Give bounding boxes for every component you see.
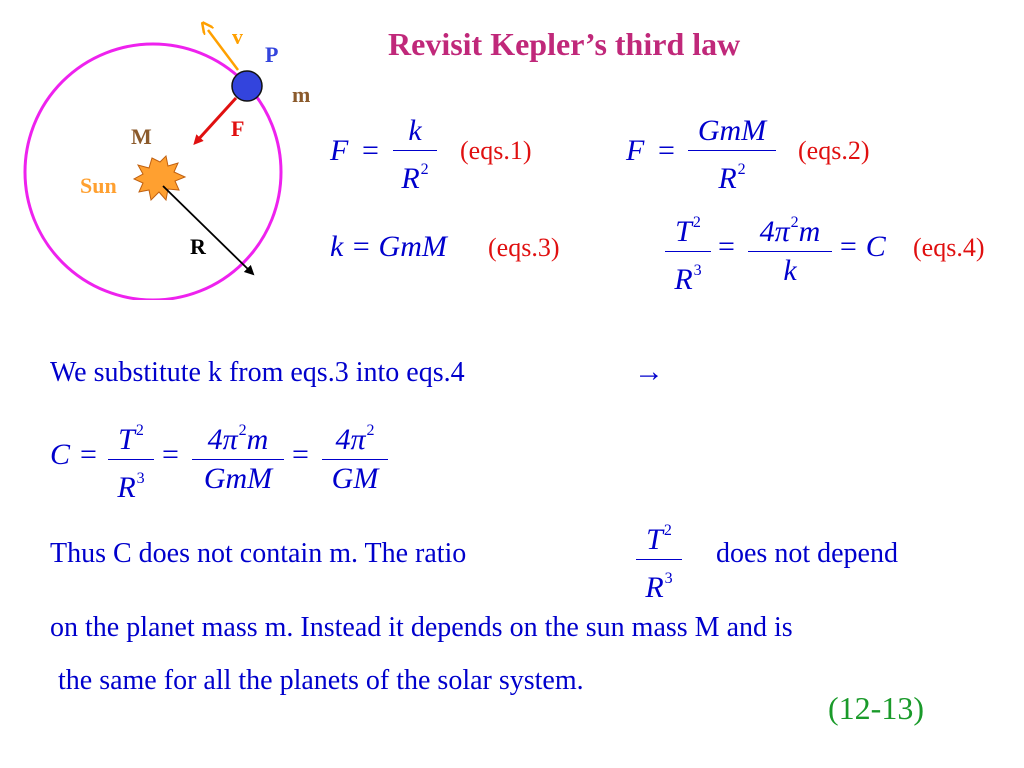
eq2-denominator: R bbox=[718, 162, 737, 195]
eq2-fraction: GmM R2 bbox=[688, 114, 776, 196]
force-arrow bbox=[193, 96, 238, 145]
eq2-numerator: GmM bbox=[697, 114, 767, 147]
result-f1-num-exp: 2 bbox=[135, 422, 144, 439]
eq2-lhs: F bbox=[626, 134, 645, 167]
eq4-fraction-1: T2 R3 bbox=[665, 206, 711, 297]
result-f3-num-exp: 2 bbox=[366, 422, 375, 439]
label-m: m bbox=[292, 82, 311, 107]
label-sun: Sun bbox=[80, 173, 117, 198]
slide-number: (12-13) bbox=[828, 690, 924, 726]
ratio-num-exp: 2 bbox=[663, 522, 672, 539]
label-r: R bbox=[190, 234, 206, 259]
sun-icon bbox=[132, 154, 187, 202]
result-f1-den-exp: 3 bbox=[136, 470, 145, 487]
slide-title: Revisit Kepler’s third law bbox=[388, 26, 741, 62]
result-f3-den: GM bbox=[331, 462, 379, 495]
orbit-diagram bbox=[23, 0, 283, 300]
right-arrow-icon: → bbox=[634, 355, 664, 388]
conclusion-line-2: on the planet mass m. Instead it depends… bbox=[50, 612, 793, 643]
conclusion-text-1: Thus C does not contain m. The ratio bbox=[50, 538, 467, 569]
label-big-m: M bbox=[131, 124, 152, 149]
result-equals-3: = bbox=[292, 438, 309, 471]
conclusion-text-2: does not depend bbox=[716, 538, 898, 569]
result-equals-2: = bbox=[162, 438, 179, 471]
eq4-den1: R bbox=[674, 263, 693, 296]
result-f1-den: R bbox=[117, 471, 136, 504]
result-fraction-3: 4π2 GM bbox=[322, 414, 388, 496]
orbit-circle bbox=[23, 42, 283, 300]
result-equals-1: = bbox=[80, 438, 97, 471]
eq1-equals: = bbox=[362, 134, 379, 167]
label-f: F bbox=[231, 116, 245, 141]
result-f2-num-post: m bbox=[246, 423, 269, 456]
ratio-num: T bbox=[646, 523, 663, 556]
eq4-num2-exp: 2 bbox=[790, 214, 799, 231]
eq4-label: (eqs.4) bbox=[913, 233, 985, 262]
result-f2-num-pre: 4π bbox=[207, 423, 238, 456]
eq3-expression: k = GmM bbox=[330, 230, 447, 263]
eq4-num2-pre: 4π bbox=[759, 215, 790, 248]
result-f1-num: T bbox=[118, 423, 135, 456]
ratio-den-exp: 3 bbox=[664, 570, 673, 587]
velocity-arrow bbox=[208, 30, 239, 71]
label-p: P bbox=[265, 42, 279, 67]
eq2-label: (eqs.2) bbox=[798, 136, 870, 165]
ratio-fraction: T2 R3 bbox=[636, 514, 682, 605]
eq4-fraction-2: 4π2m k bbox=[748, 206, 832, 288]
eq1-lhs: F bbox=[330, 134, 349, 167]
eq1-label: (eqs.1) bbox=[460, 136, 532, 165]
label-v: v bbox=[232, 24, 243, 49]
eq1-fraction: k R2 bbox=[393, 114, 437, 196]
result-lhs: C bbox=[50, 438, 71, 471]
substitution-text: We substitute k from eqs.3 into eqs.4 bbox=[50, 357, 465, 388]
eq4-num2-post: m bbox=[798, 215, 821, 248]
eq2-equals: = bbox=[658, 134, 675, 167]
eq1-den-exponent: 2 bbox=[420, 161, 429, 178]
radius-arrow bbox=[162, 185, 255, 276]
eq4-den2: k bbox=[783, 254, 797, 287]
eq4-num1-exp: 2 bbox=[692, 214, 701, 231]
eq1-numerator: k bbox=[408, 114, 422, 147]
eq4-equals: = bbox=[718, 230, 735, 263]
eq3-label: (eqs.3) bbox=[488, 233, 560, 262]
result-fraction-1: T2 R3 bbox=[108, 414, 154, 505]
eq2-den-exponent: 2 bbox=[737, 161, 746, 178]
eq4-num1: T bbox=[675, 215, 692, 248]
eq4-rhs: = C bbox=[838, 230, 886, 263]
result-fraction-2: 4π2m GmM bbox=[192, 414, 284, 496]
result-f2-den: GmM bbox=[203, 462, 273, 495]
conclusion-line-3: the same for all the planets of the sola… bbox=[58, 665, 584, 696]
eq1-denominator: R bbox=[401, 162, 420, 195]
ratio-den: R bbox=[645, 571, 664, 604]
result-f2-num-exp: 2 bbox=[238, 422, 247, 439]
planet-dot bbox=[231, 70, 263, 102]
eq4-den1-exp: 3 bbox=[693, 262, 702, 279]
result-f3-num-pre: 4π bbox=[335, 423, 366, 456]
